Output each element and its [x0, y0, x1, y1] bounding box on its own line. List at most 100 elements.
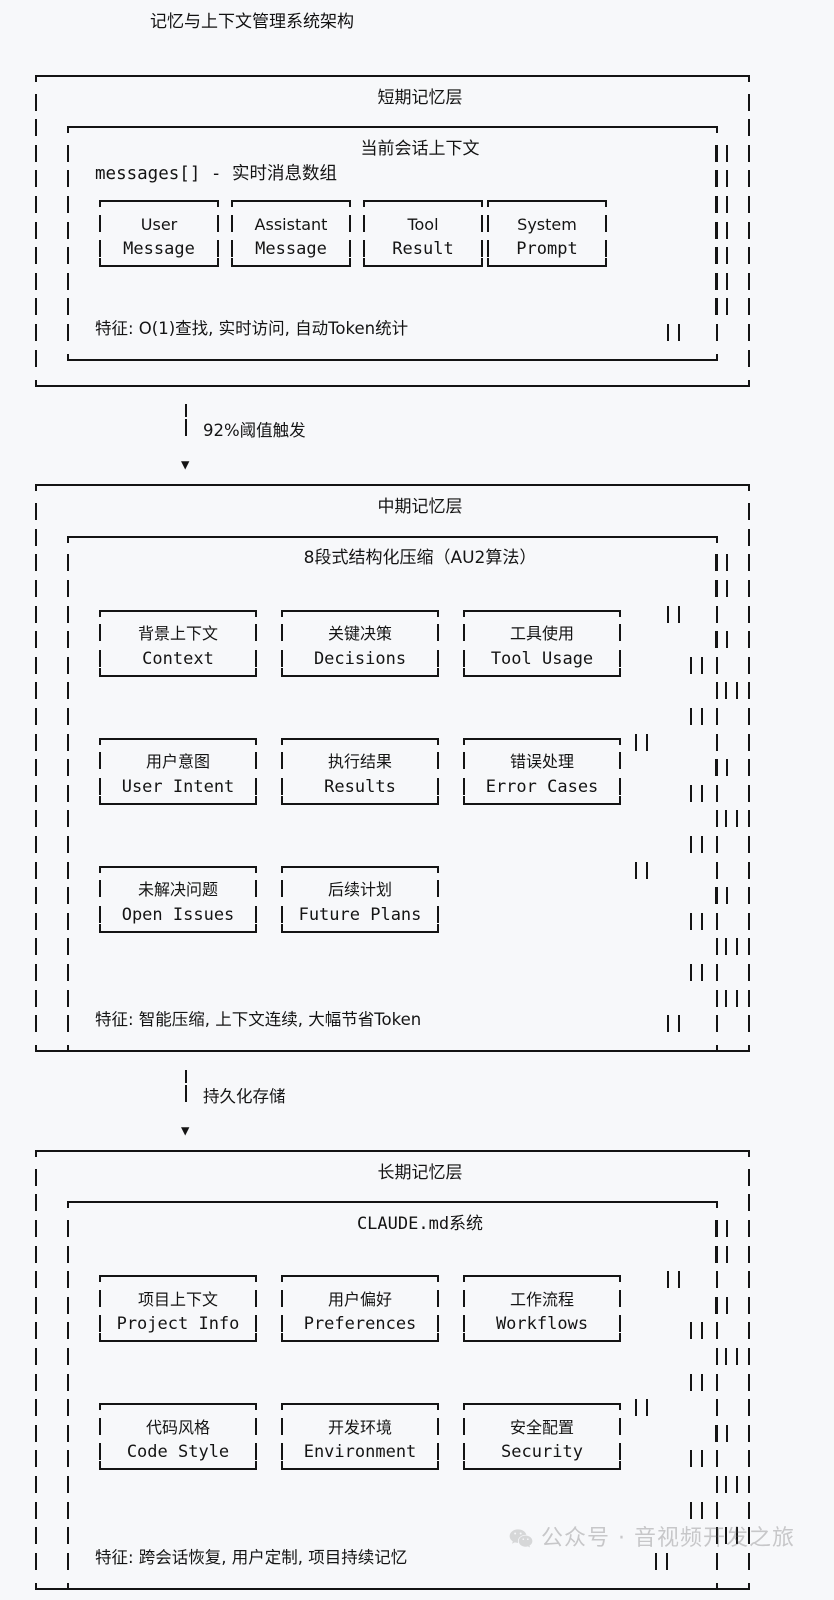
short-term-card-2-cn-label: Tool	[407, 214, 439, 234]
long-term-card-3: 代码风格 Code Style	[99, 1395, 257, 1477]
long-term-right-pipe-5	[725, 1348, 738, 1365]
layer-short-term-title: 短期记忆层	[377, 87, 463, 108]
layer-long-term-title: 长期记忆层	[377, 1162, 463, 1183]
mid-term-subtitle: 8段式结构化压缩（AU2算法）	[303, 548, 537, 569]
layer-short-term-frame	[35, 64, 750, 397]
long-term-card-1-cn-label: 用户偏好	[327, 1289, 392, 1309]
long-term-right-pipe-7	[635, 1399, 648, 1417]
connector-short-to-mid-label: 92%阈值触发	[203, 421, 306, 441]
mid-term-right-pipe-10	[725, 810, 738, 828]
mid-term-card-6-en-label: Open Issues	[121, 904, 235, 925]
mid-term-card-5-en-label: Error Cases	[485, 776, 599, 797]
long-term-right-pipe-3	[715, 1296, 728, 1314]
long-term-subtitle: CLAUDE.md系统	[356, 1214, 484, 1234]
long-term-right-pipe-4	[690, 1322, 703, 1340]
short-term-right-pipe-0	[715, 144, 728, 162]
short-term-card-0-en-label: Message	[123, 239, 195, 260]
mid-term-right-pipe-4	[690, 656, 703, 674]
short-term-inner-frame	[67, 115, 718, 371]
mid-term-right-pipe-11	[690, 836, 703, 853]
long-term-card-1: 用户偏好 Preferences	[281, 1267, 439, 1349]
mid-term-right-pipe-12	[635, 861, 648, 879]
mid-term-right-pipe-17	[725, 989, 738, 1007]
long-term-card-0-cn-label: 项目上下文	[137, 1289, 218, 1309]
long-term-right-pipe-10	[725, 1476, 738, 1493]
long-term-inner-frame	[67, 1190, 718, 1600]
mid-term-card-7-cn-label: 后续计划	[327, 880, 392, 900]
long-term-card-1-en-label: Preferences	[303, 1314, 417, 1335]
mid-term-card-6: 未解决问题 Open Issues	[99, 858, 257, 940]
long-term-right-pipe-1	[715, 1245, 728, 1263]
long-term-right-pipe-13	[655, 1552, 668, 1570]
short-term-description: messages[] - 实时消息数组	[95, 164, 337, 185]
long-term-card-4-cn-label: 开发环境	[327, 1417, 392, 1437]
long-term-right-pipe-6	[690, 1373, 703, 1391]
layer-mid-term-title: 中期记忆层	[377, 497, 463, 518]
short-term-card-0-cn-label: User	[140, 214, 178, 234]
long-term-right-pipe-8	[715, 1424, 728, 1442]
long-term-right-pipe-11	[690, 1501, 703, 1519]
mid-term-card-0-cn-label: 背景上下文	[137, 624, 218, 644]
short-term-right-pipe-2	[715, 196, 728, 213]
short-term-card-1-cn-label: Assistant	[254, 214, 328, 234]
mid-term-right-pipe-6	[690, 708, 703, 725]
mid-term-right-pipe-16	[690, 964, 703, 981]
mid-term-card-2: 工具使用 Tool Usage	[463, 602, 621, 684]
mid-term-card-2-en-label: Tool Usage	[490, 648, 594, 669]
mid-term-card-1: 关键决策 Decisions	[281, 602, 439, 684]
mid-term-right-pipe-18	[667, 1015, 680, 1033]
short-term-right-pipe-1	[715, 170, 728, 188]
long-term-right-pipe-9	[690, 1450, 703, 1468]
mid-term-inner-frame	[67, 525, 718, 1063]
mid-term-card-5-cn-label: 错误处理	[509, 752, 574, 772]
short-term-feature: 特征: O(1)查找, 实时访问, 自动Token统计	[95, 319, 409, 338]
mid-term-card-4: 执行结果 Results	[281, 730, 439, 812]
connector-mid-to-long-label: 持久化存储	[203, 1087, 286, 1106]
mid-term-card-0-en-label: Context	[142, 648, 214, 669]
mid-term-card-3-en-label: User Intent	[121, 776, 235, 797]
mid-term-card-5: 错误处理 Error Cases	[463, 730, 621, 812]
mid-term-card-2-cn-label: 工具使用	[509, 624, 574, 644]
connector-short-to-mid-arrow: ▼	[181, 456, 190, 473]
short-term-right-pipe-4	[715, 247, 728, 265]
long-term-card-2-en-label: Workflows	[495, 1314, 589, 1335]
mid-term-feature: 特征: 智能压缩, 上下文连续, 大幅节省Token	[95, 1010, 422, 1030]
mid-term-card-4-en-label: Results	[324, 776, 396, 797]
connector-mid-to-long-arrow: ▼	[181, 1122, 190, 1139]
short-term-right-pipe-5	[715, 272, 728, 290]
mid-term-right-pipe-0	[715, 554, 728, 572]
mid-term-card-1-cn-label: 关键决策	[327, 624, 392, 644]
long-term-card-0-en-label: Project Info	[116, 1314, 240, 1335]
short-term-card-2-en-label: Result	[392, 239, 454, 260]
long-term-right-pipe-2	[667, 1271, 680, 1289]
long-term-card-5-cn-label: 安全配置	[509, 1417, 574, 1437]
mid-term-card-1-en-label: Decisions	[313, 648, 407, 669]
mid-term-card-0: 背景上下文 Context	[99, 602, 257, 684]
mid-term-right-pipe-13	[715, 887, 728, 905]
short-term-card-1-en-label: Message	[255, 239, 327, 260]
long-term-feature: 特征: 跨会话恢复, 用户定制, 项目持续记忆	[95, 1547, 408, 1567]
short-term-card-3-en-label: Prompt	[516, 239, 578, 260]
mid-term-right-pipe-9	[690, 784, 703, 802]
mid-term-card-6-cn-label: 未解决问题	[137, 880, 218, 900]
mid-term-right-pipe-1	[715, 580, 728, 597]
mid-term-right-pipe-3	[715, 631, 728, 649]
long-term-card-3-en-label: Code Style	[126, 1442, 230, 1463]
mid-term-right-pipe-7	[635, 733, 648, 751]
mid-term-right-pipe-15	[725, 938, 738, 956]
mid-term-right-pipe-2	[667, 605, 680, 623]
long-term-right-pipe-0	[715, 1220, 728, 1237]
long-term-card-3-cn-label: 代码风格	[145, 1417, 210, 1437]
mid-term-card-4-cn-label: 执行结果	[327, 752, 392, 772]
long-term-right-pipe-12	[725, 1527, 738, 1545]
page-title: 记忆与上下文管理系统架构	[150, 12, 354, 32]
long-term-card-2-cn-label: 工作流程	[509, 1289, 574, 1309]
